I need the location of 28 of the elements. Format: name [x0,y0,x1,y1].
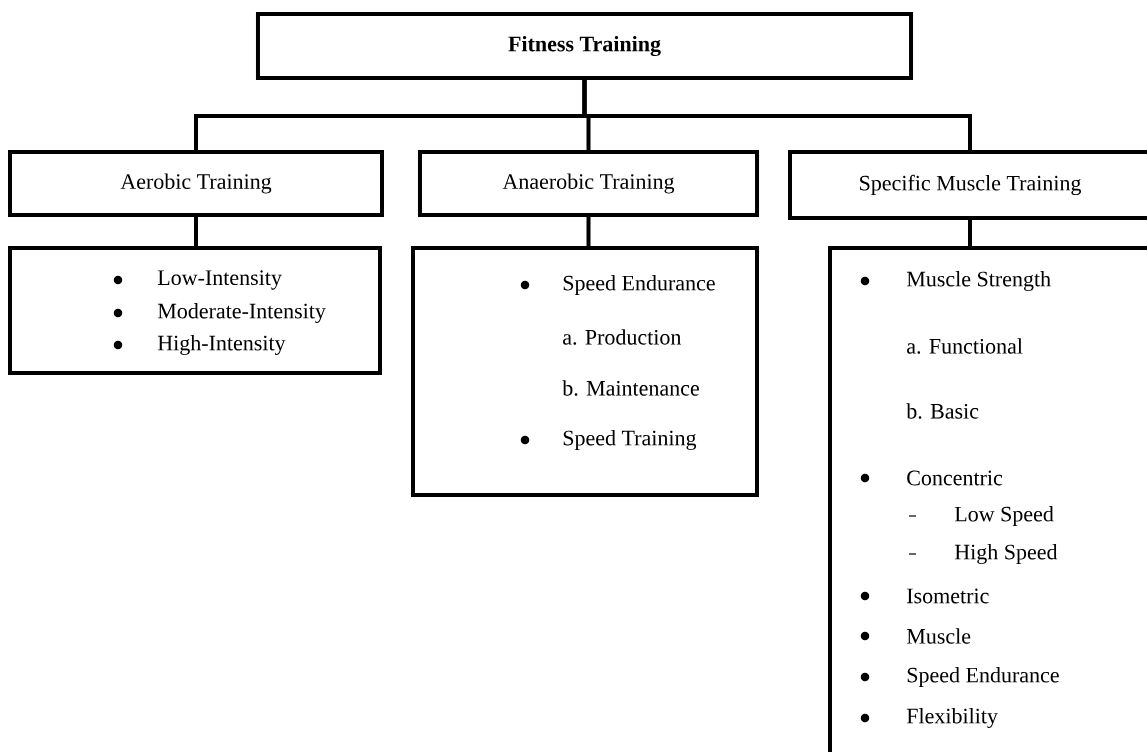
list-item: Low-Intensity [157,270,282,290]
connector-line [968,220,972,246]
connector-line [582,80,972,150]
connector-line [194,216,198,246]
connector-line [586,216,591,247]
list-item: High Speed [954,544,1058,564]
category-box: Anaerobic Training [417,150,760,217]
list-item: Speed Endurance [907,667,1059,687]
title-box: Fitness Training [255,12,914,80]
list-box [8,245,382,376]
list-item: Muscle [906,628,971,644]
list-item: Moderate-Intensity [157,303,326,323]
list-item: Concentric [907,470,1003,486]
list-item: a. Functional [907,338,1023,354]
list-item: a. Production [563,329,682,345]
list-item: Speed Endurance [563,275,715,295]
list-box [411,246,759,497]
list-item: High-Intensity [157,335,286,355]
list-box [828,246,1147,752]
category-box: Specific Muscle Training [788,150,1147,220]
list-item: b. Basic [906,403,979,419]
list-item: Muscle Strength [906,271,1051,291]
list-item: b. Maintenance [562,380,699,396]
list-item: Isometric [907,588,989,604]
category-box: Aerobic Training [8,150,384,217]
list-item: Flexibility [906,708,998,728]
list-item: Speed Training [563,430,697,450]
list-item: Low Speed [954,506,1054,526]
